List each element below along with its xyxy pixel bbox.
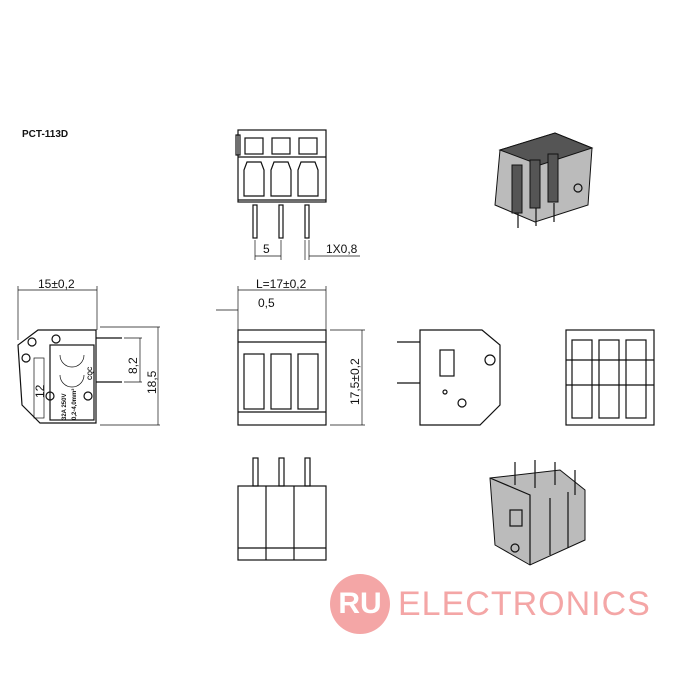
dim-length: L=17±0,2 [256,277,307,291]
label-cert: CQC [88,366,94,380]
side-view: 15±0,2 CQC 32A 250V 0,2-4,0mm² 12 8,2 [17,277,160,426]
part-number: PCT-113D [22,129,69,140]
front-view: L=17±0,2 0,5 17,5±0,2 [216,277,365,426]
wire-entry [297,161,319,197]
dim-front-height: 17,5±0,2 [348,358,362,405]
lever-slot [298,137,318,155]
dim-width: 15±0,2 [38,277,75,291]
wire-entry [243,161,265,197]
label-strip: 12 [33,384,47,398]
dim-pitch: 5 [263,242,270,256]
dim-pin-spacing: 8,2 [126,357,140,374]
dim-height: 18,5 [145,370,159,394]
lever-slot [244,137,264,155]
dim-pin: 1X0,8 [326,242,358,256]
lever-slot [271,137,291,155]
iso-view-bottom [489,460,586,566]
label-wire: 0,2-4,0mm² [71,389,78,420]
bottom-view [237,457,327,561]
watermark: RU ELECTRONICS [330,574,651,634]
iso-view-top [494,132,594,228]
right-side-view [397,329,501,426]
dim-offset: 0,5 [258,296,275,310]
wire-entry [270,161,292,197]
back-view [565,329,655,426]
watermark-text: ELECTRONICS [398,584,651,623]
label-rating: 32A 250V [62,394,68,420]
top-view: 5 1X0,8 [235,129,360,260]
watermark-logo: RU [330,574,390,634]
